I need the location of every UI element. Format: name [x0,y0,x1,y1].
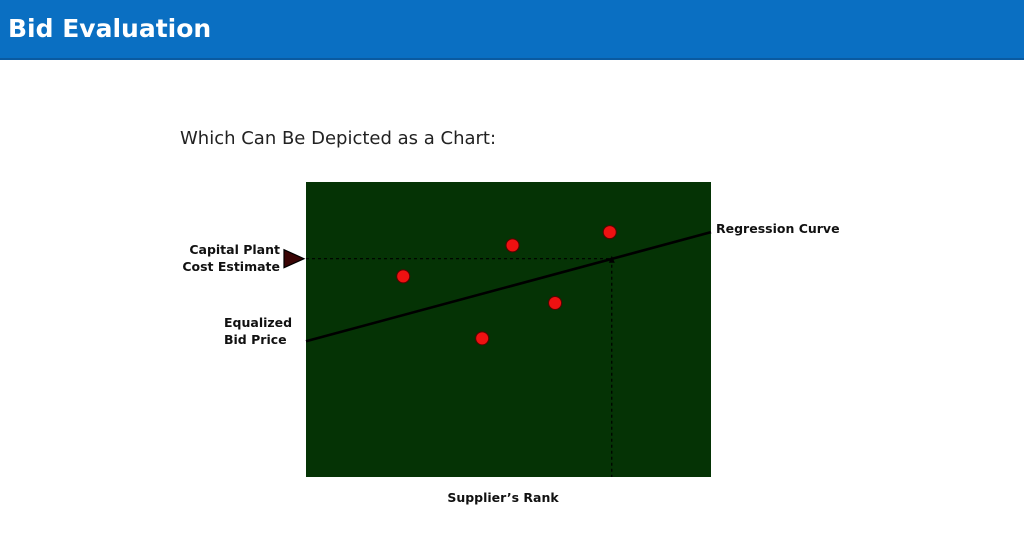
regression-line [305,230,712,343]
data-point-3 [475,331,490,346]
plot-area [306,182,711,477]
capital-plant-label-line2: Cost Estimate [182,259,280,274]
slide-subtitle: Which Can Be Depicted as a Chart: [180,128,497,149]
equalized-label-line2: Bid Price [224,332,287,347]
data-point-1 [396,269,411,284]
intersection-arrow-icon [608,255,615,263]
x-axis-label: Supplier’s Rank [447,490,559,505]
page-title: Bid Evaluation [8,14,212,43]
data-point-4 [548,295,563,310]
equalized-label-line1: Equalized [224,315,292,330]
pointer-triangle-icon [283,248,306,269]
regression-curve-label: Regression Curve [716,221,840,236]
header-bar: Bid Evaluation [0,0,1024,60]
data-point-2 [505,238,520,253]
capital-plant-label-line1: Capital Plant [189,242,280,257]
data-point-5 [602,225,617,240]
